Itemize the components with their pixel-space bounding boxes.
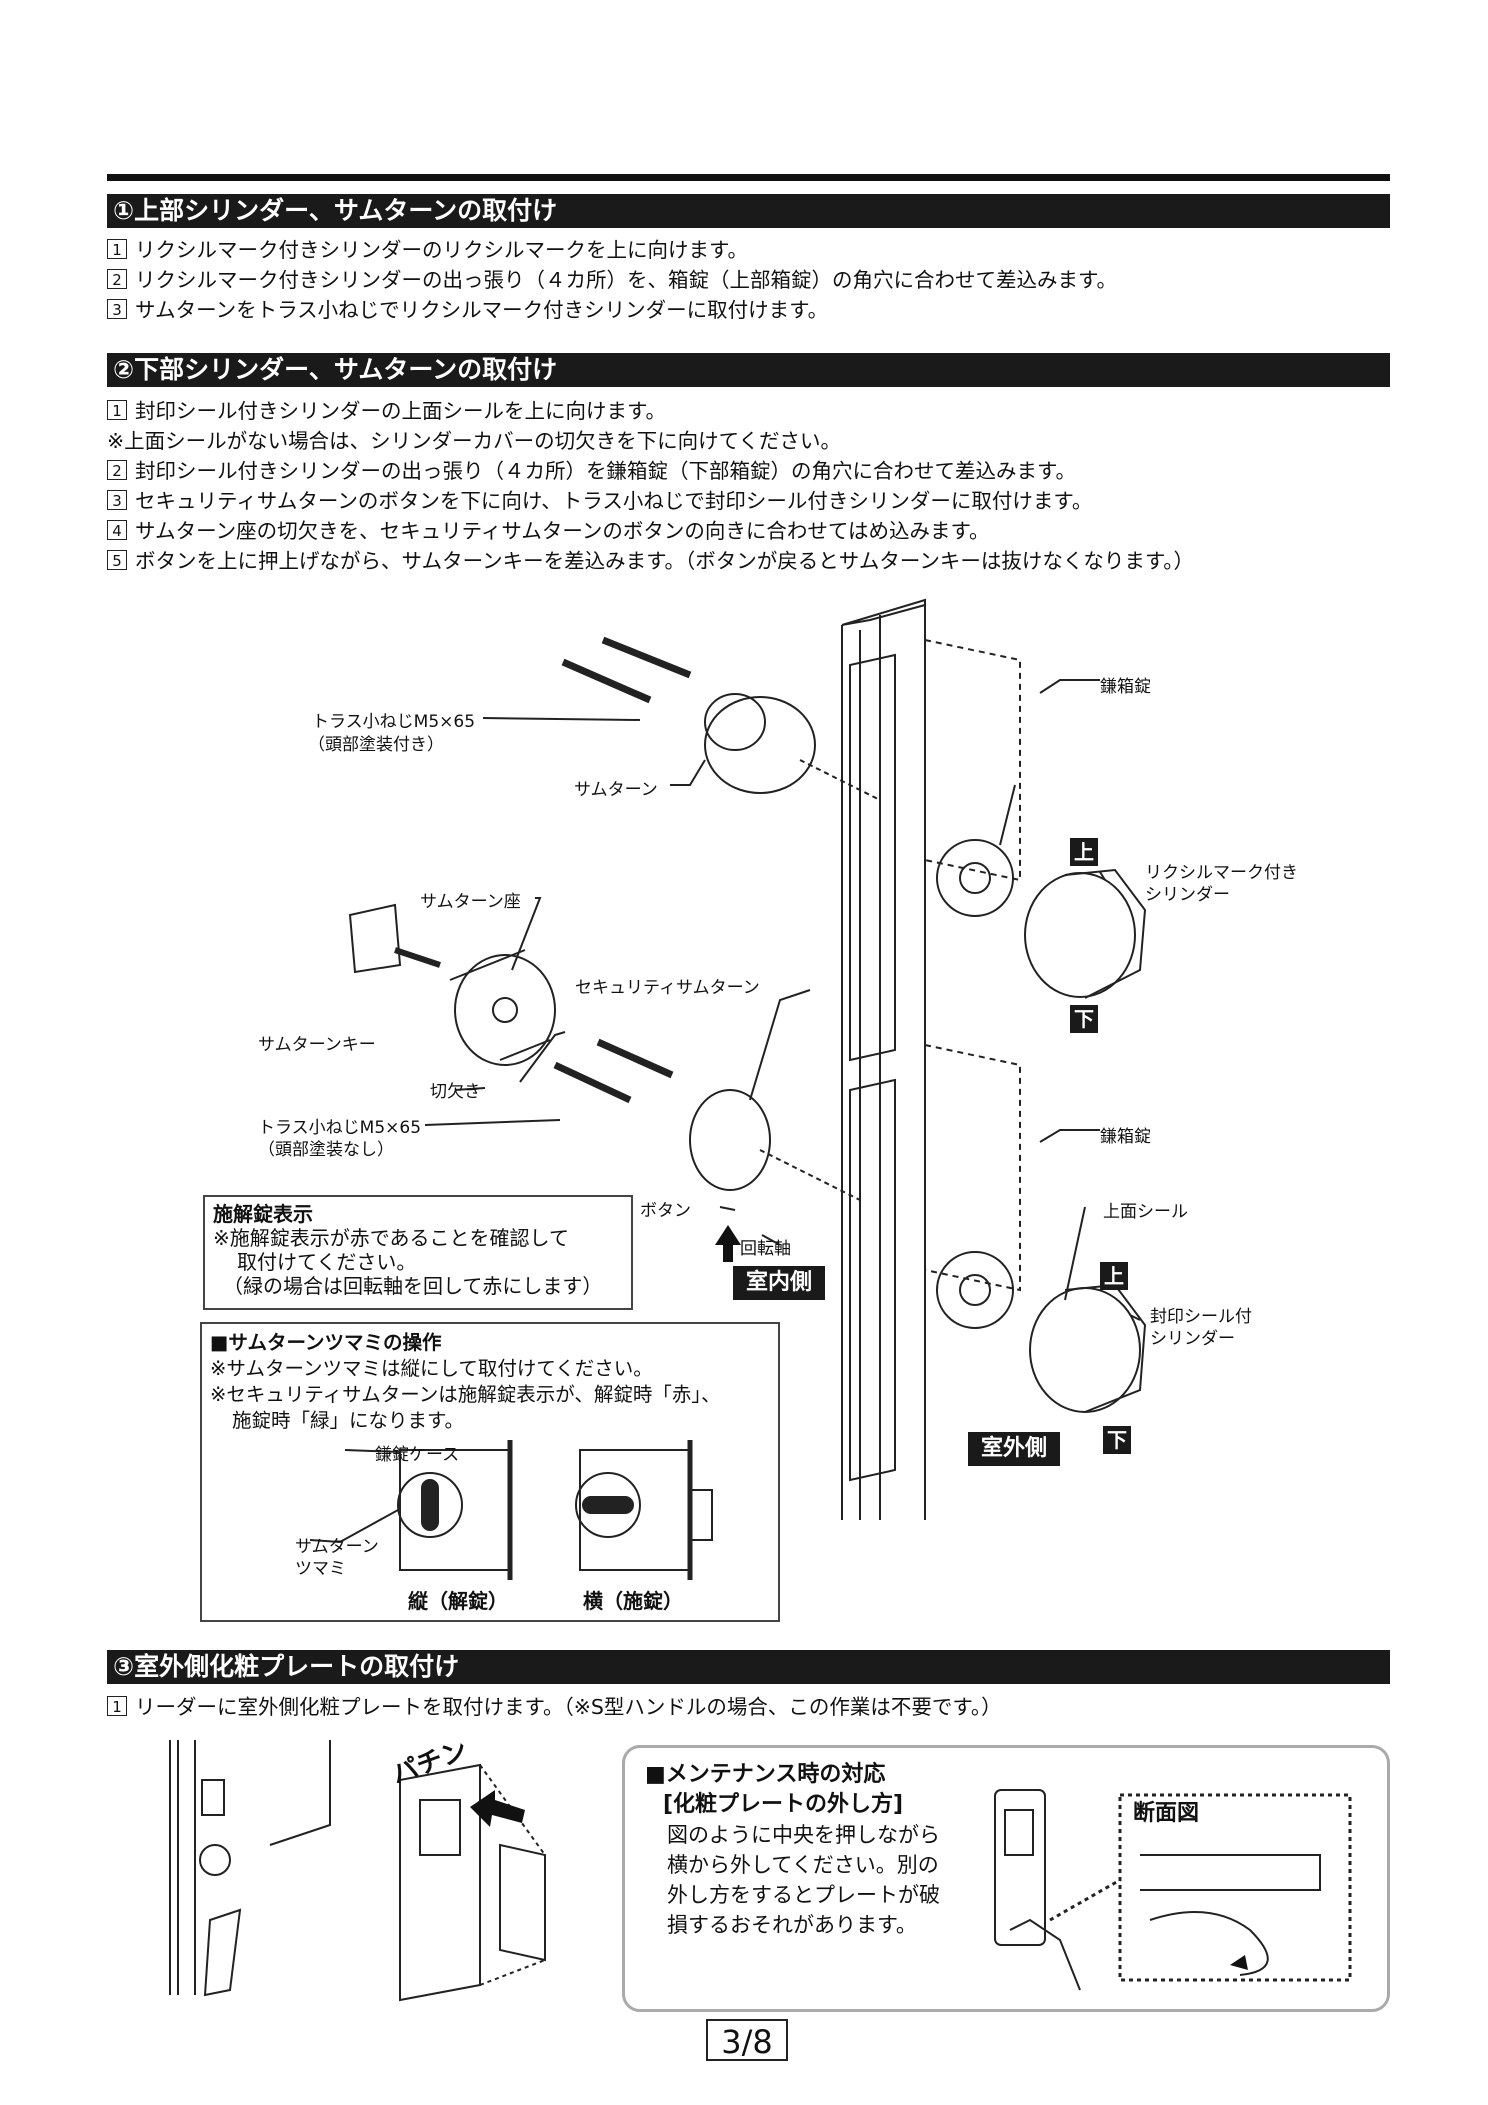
label-lixil-cylinder-1: リクシルマーク付き: [1145, 863, 1298, 883]
label-lixil-cylinder-2: シリンダー: [1145, 885, 1230, 905]
operation-title: ■サムターンツマミの操作: [210, 1331, 442, 1354]
mark-up-2: 上: [1100, 1262, 1128, 1290]
label-notch: 切欠き: [430, 1082, 481, 1102]
operation-line: 施錠時「緑」になります。: [232, 1409, 465, 1432]
label-screw-upper: トラス小ねじM5×65: [312, 712, 476, 732]
label-screw-lower: トラス小ねじM5×65: [258, 1118, 422, 1138]
plate-removal-diagram: [994, 1789, 1352, 1991]
thumbturn-knob-diagram: [309, 1440, 713, 1580]
label-knob-1: サムターン: [295, 1537, 379, 1557]
page-number: 3/8: [706, 2019, 788, 2061]
indicator-title: 施解錠表示: [213, 1202, 313, 1226]
maintenance-line: 図のように中央を押しながら: [667, 1823, 940, 1847]
label-sealed-cylinder-1: 封印シール付: [1150, 1307, 1252, 1327]
label-sealed-cylinder-2: シリンダー: [1150, 1329, 1235, 1349]
label-knob-2: ツマミ: [295, 1559, 346, 1579]
mark-down-2: 下: [1103, 1426, 1131, 1454]
label-screw-lower-note: （頭部塗装なし）: [258, 1140, 394, 1160]
label-section-view: 断面図: [1133, 1801, 1200, 1826]
label-thumbturn-key: サムターンキー: [258, 1035, 376, 1055]
indicator-note-box: 施解錠表示 ※施解錠表示が赤であることを確認して 取付けてください。 （緑の場合…: [203, 1195, 633, 1310]
maintenance-line: 損するおそれがあります。: [667, 1913, 917, 1937]
outdoor-tag: 室外側: [968, 1432, 1060, 1466]
label-screw-upper-note: （頭部塗装付き）: [308, 735, 444, 755]
maintenance-title: ■メンテナンス時の対応: [645, 1762, 886, 1787]
section-2-heading: ②下部シリンダー、サムターンの取付け: [107, 353, 1390, 387]
maintenance-subtitle: [化粧プレートの外し方]: [663, 1792, 904, 1817]
step-note: ※上面シールがない場合は、シリンダーカバーの切欠きを下に向けてください。: [107, 429, 842, 453]
label-security-thumbturn: セキュリティサムターン: [575, 978, 760, 998]
label-horizontal: 横（施錠）: [583, 1589, 683, 1613]
maintenance-text: ■メンテナンス時の対応 [化粧プレートの外し方] 図のように中央を押しながら 横…: [645, 1760, 985, 1940]
section-1-heading: ①上部シリンダー、サムターンの取付け: [107, 194, 1390, 228]
label-thumbturn-seat: サムターン座: [420, 892, 521, 912]
label-case: 鎌錠ケース: [375, 1445, 460, 1465]
label-button: ボタン: [640, 1201, 691, 1221]
label-rotating-shaft: 回転軸: [740, 1239, 791, 1259]
section-3-heading: ③室外側化粧プレートの取付け: [107, 1650, 1390, 1684]
plate-install-diagram: [169, 1740, 546, 2002]
label-lock-case-upper: 鎌箱錠: [1100, 677, 1151, 697]
label-thumbturn: サムターン: [574, 780, 658, 800]
label-vertical: 縦（解錠）: [408, 1589, 508, 1613]
label-top-seal: 上面シール: [1103, 1202, 1188, 1222]
top-rule: [107, 174, 1390, 181]
indicator-line: 取付けてください。: [237, 1250, 417, 1274]
thumbturn-operation-box: ■サムターンツマミの操作 ※サムターンツマミは縦にして取付けてください。 ※セキ…: [200, 1322, 780, 1622]
indicator-line: （緑の場合は回転軸を回して赤にします）: [223, 1274, 603, 1298]
mark-up-1: 上: [1070, 838, 1098, 866]
label-lock-case-lower: 鎌箱錠: [1100, 1127, 1151, 1147]
mark-down-1: 下: [1070, 1005, 1098, 1033]
operation-line: ※セキュリティサムターンは施解錠表示が、解錠時「赤」、: [210, 1383, 721, 1406]
maintenance-line: 横から外してください。別の: [667, 1853, 939, 1877]
maintenance-line: 外し方をするとプレートが破: [667, 1883, 940, 1907]
rotate-arrow-icon: [1230, 1955, 1248, 1970]
push-arrow-icon: [715, 1225, 741, 1262]
indoor-tag: 室内側: [733, 1266, 825, 1300]
indicator-line: ※施解錠表示が赤であることを確認して: [213, 1226, 569, 1250]
insert-arrow-icon: [470, 1790, 525, 1827]
operation-line: ※サムターンツマミは縦にして取付けてください。: [210, 1357, 653, 1380]
